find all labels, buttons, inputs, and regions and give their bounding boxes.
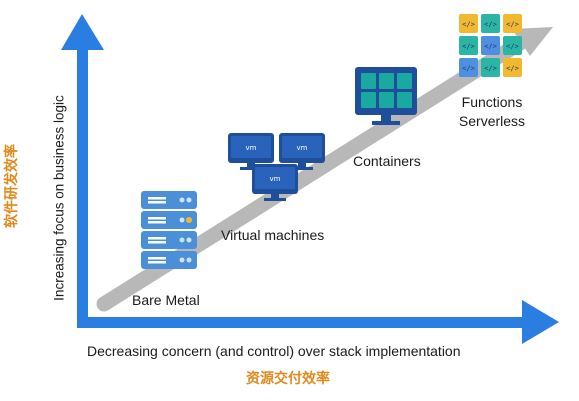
code-glyph-icon: </> [462, 21, 475, 29]
code-glyph-icon: </> [506, 65, 519, 73]
function-tile-icon [481, 58, 500, 77]
container-monitor-icon [355, 67, 417, 125]
bare-metal-label: Bare Metal [132, 292, 200, 308]
serverless-label: Serverless [458, 113, 526, 129]
function-tile-icon [503, 14, 522, 33]
virtual-machine-icons: vm vm vm [228, 133, 325, 201]
function-tile-icon [503, 36, 522, 55]
function-tile-icon [481, 14, 500, 33]
function-tile-icon [481, 36, 500, 55]
vm-monitor-icon [252, 164, 298, 201]
svg-text:vm: vm [246, 144, 257, 152]
y-axis-arrow [61, 14, 104, 328]
containers-label: Containers [353, 153, 421, 169]
functions-label: Functions [461, 94, 523, 110]
function-tile-icon [503, 58, 522, 77]
function-tile-icon [459, 58, 478, 77]
code-glyph-icon: </> [506, 21, 519, 29]
code-glyph-icon: </> [462, 43, 475, 51]
svg-text:vm: vm [297, 144, 308, 152]
code-glyph-icon: </> [484, 21, 497, 29]
code-glyph-icon: </> [506, 43, 519, 51]
y-axis-label: Increasing focus on business logic [51, 95, 67, 301]
vm-monitor-icon [228, 133, 274, 170]
function-tile-icon [459, 14, 478, 33]
code-glyph-icon: </> [484, 65, 497, 73]
vm-monitor-icon [279, 133, 325, 170]
x-axis-label: Decreasing concern (and control) over st… [87, 343, 461, 359]
code-glyph-icon: </> [484, 43, 497, 51]
virtual-machines-label: Virtual machines [221, 227, 325, 243]
x-axis-label-cn: 资源交付效率 [246, 371, 330, 387]
function-tile-icon [459, 36, 478, 55]
function-tiles-grid: </> </> </> </> </> </> </> </> </> [459, 14, 522, 77]
svg-text:vm: vm [270, 175, 281, 183]
server-rack-icon [141, 191, 197, 269]
y-axis-label-cn: 软件研发效率 [4, 144, 20, 228]
x-axis-arrow [77, 300, 559, 344]
code-glyph-icon: </> [462, 65, 475, 73]
